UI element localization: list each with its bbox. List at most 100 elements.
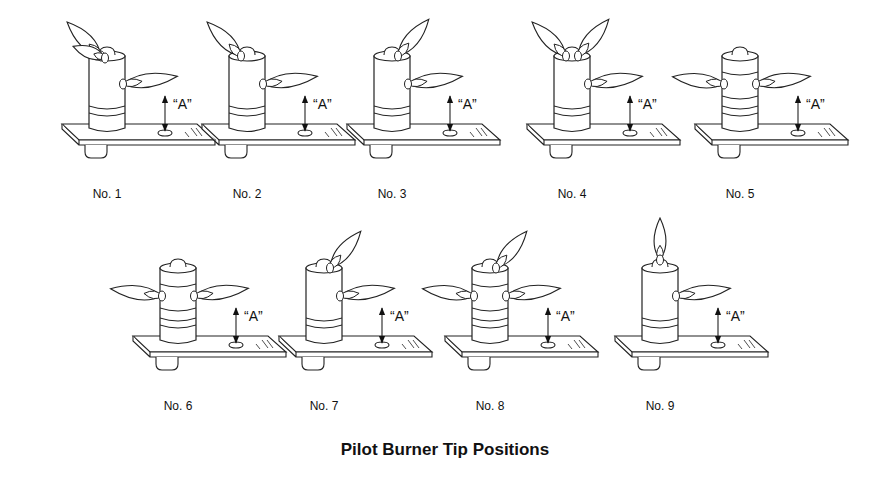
pilot-flame <box>123 73 177 88</box>
dimension-arrow <box>164 96 165 131</box>
pilot-flame <box>676 285 730 300</box>
flame-port <box>657 255 664 265</box>
bracket-hatch <box>470 128 487 137</box>
flame-port <box>159 291 166 301</box>
pilot-burner-figure <box>111 259 286 370</box>
bracket-tab <box>468 357 490 370</box>
bracket-hatch <box>325 128 342 137</box>
pilot-flame <box>340 285 394 300</box>
bracket-edge <box>62 124 215 145</box>
figure-number: No. 7 <box>310 400 339 413</box>
bracket-plate <box>347 124 500 140</box>
flame-port <box>575 51 582 61</box>
bracket-edge <box>615 336 768 357</box>
dimension-arrow <box>547 308 548 343</box>
body-band <box>306 318 342 328</box>
pilot-body <box>89 56 125 132</box>
pilot-flame <box>73 45 105 59</box>
dimension-label: “A” <box>556 309 575 324</box>
pilot-body <box>472 268 508 344</box>
pilot-flame <box>408 73 462 88</box>
flame-port <box>673 291 680 301</box>
bracket-tab <box>638 357 660 370</box>
pilot-burner-figure <box>615 218 768 370</box>
pilot-flame <box>194 285 248 300</box>
pilot-burner-figure <box>423 231 598 370</box>
flame-port <box>395 51 402 61</box>
body-band <box>554 106 590 116</box>
bracket-edge <box>279 336 432 357</box>
figure-number: No. 2 <box>233 188 262 201</box>
pilot-flame <box>111 285 162 299</box>
bracket-plate <box>527 124 680 140</box>
flame-port <box>405 79 412 89</box>
flame-port <box>503 291 510 301</box>
dimension-arrow <box>304 96 305 131</box>
dimension-arrow <box>797 96 798 131</box>
dimension-arrow <box>449 96 450 131</box>
body-band <box>229 106 265 116</box>
pilot-flame <box>263 73 317 88</box>
flame-port <box>471 291 478 301</box>
body-band <box>722 106 758 116</box>
pilot-body <box>722 56 758 132</box>
bracket-tab <box>302 357 324 370</box>
flame-port <box>260 79 267 89</box>
dimension-arrow <box>717 308 718 343</box>
bracket-tab <box>550 145 572 158</box>
flame-port <box>191 291 198 301</box>
bracket-plate <box>279 336 432 352</box>
pilot-body <box>374 56 410 132</box>
flame-port <box>493 263 500 273</box>
bracket-edge <box>202 124 355 145</box>
pilot-flame <box>207 22 241 56</box>
dimension-arrow <box>235 308 236 343</box>
dimension-arrow <box>381 308 382 343</box>
bracket-plate <box>445 336 598 352</box>
body-band <box>160 318 196 328</box>
bracket-tab <box>718 145 740 158</box>
dimension-label: “A” <box>313 97 332 112</box>
figure-title: Pilot Burner Tip Positions <box>341 441 549 460</box>
body-band <box>374 106 410 116</box>
pilot-body <box>554 56 590 132</box>
pilot-body <box>229 56 265 132</box>
bracket-hatch <box>818 128 835 137</box>
bracket-plate <box>202 124 355 140</box>
dimension-label: “A” <box>638 97 657 112</box>
body-band <box>472 318 508 328</box>
pilot-flame <box>578 19 609 56</box>
figure-number: No. 4 <box>558 188 587 201</box>
pilot-flame <box>532 22 566 56</box>
flame-port <box>102 53 109 63</box>
flame-port <box>327 263 334 273</box>
dimension-label: “A” <box>244 309 263 324</box>
pilot-body <box>160 268 196 344</box>
pilot-burner-figure <box>202 22 355 158</box>
body-dome <box>170 259 186 267</box>
flame-port <box>238 51 245 61</box>
bracket-tab <box>225 145 247 158</box>
pilot-body <box>306 268 342 344</box>
dimension-label: “A” <box>173 97 192 112</box>
bracket-edge <box>695 124 848 145</box>
figure-number: No. 5 <box>726 188 755 201</box>
bracket-plate <box>615 336 768 352</box>
dimension-label: “A” <box>458 97 477 112</box>
bracket-edge <box>347 124 500 145</box>
flame-port <box>120 79 127 89</box>
pilot-burner-figure <box>527 19 680 158</box>
bracket-hatch <box>568 340 585 349</box>
figure-number: No. 1 <box>93 188 122 201</box>
flame-port <box>563 51 570 61</box>
body-band <box>642 318 678 328</box>
pilot-body <box>642 268 678 344</box>
flame-port <box>753 79 760 89</box>
body-dome <box>732 47 748 55</box>
dimension-label: “A” <box>806 97 825 112</box>
bracket-hatch <box>256 340 273 349</box>
bracket-hatch <box>650 128 667 137</box>
bracket-hatch <box>185 128 202 137</box>
